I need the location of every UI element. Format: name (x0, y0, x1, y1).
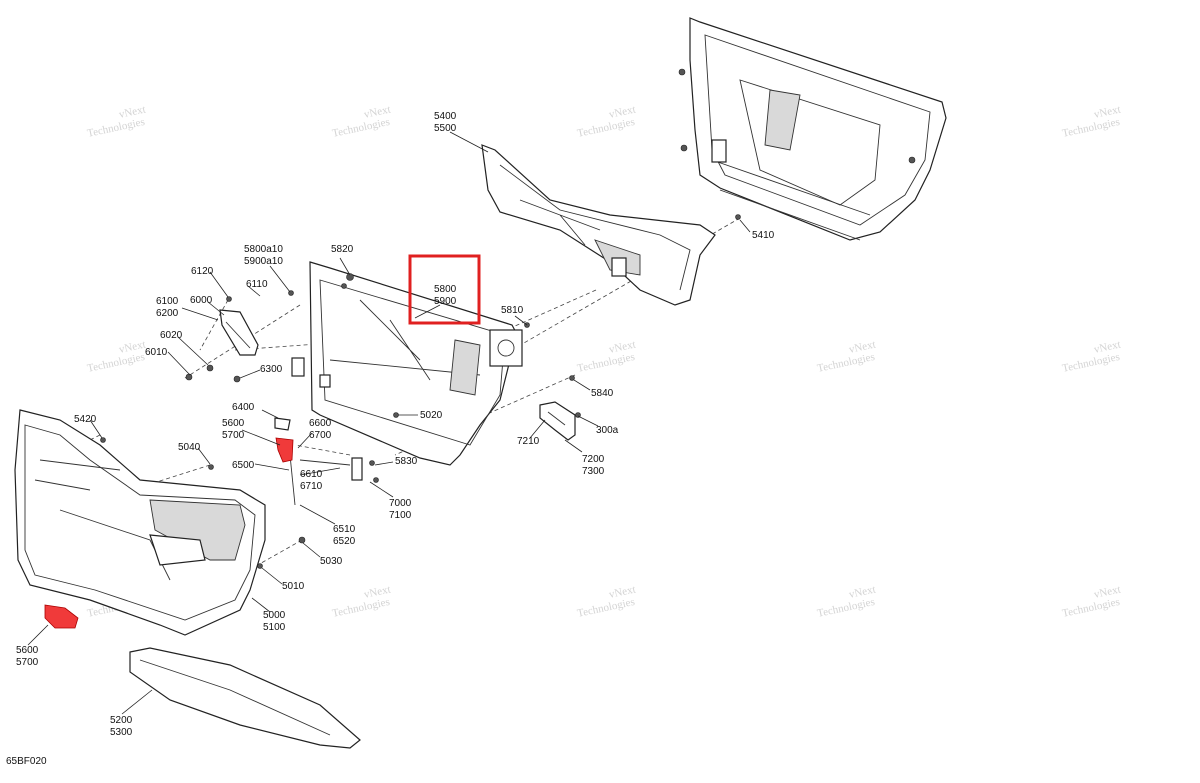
label-5020: 5020 (420, 410, 443, 421)
hinge-hardware (100, 214, 741, 569)
door-panel-lower (14, 409, 266, 636)
label-5820: 5820 (331, 244, 354, 255)
watermark-text: vNextTechnologies (574, 339, 640, 375)
door-lower-trim (129, 647, 361, 749)
leader-lines (27, 131, 751, 715)
door-frame-assembly-upper (678, 17, 947, 241)
label-6300: 6300 (260, 364, 283, 375)
label-7210: 7210 (517, 436, 540, 447)
watermark-text: vNextTechnologies (329, 104, 395, 140)
label-6120: 6120 (191, 266, 214, 277)
label-5410: 5410 (752, 230, 775, 241)
label-6010: 6010 (145, 347, 168, 358)
watermark-text: vNextTechnologies (574, 584, 640, 620)
label-6500: 6500 (232, 460, 255, 471)
label-5030: 5030 (320, 556, 343, 567)
label-5810: 5810 (501, 305, 524, 316)
watermark-text: vNextTechnologies (84, 339, 150, 375)
label-5420: 5420 (74, 414, 97, 425)
label-6000: 6000 (190, 295, 213, 306)
label-6400: 6400 (232, 402, 255, 413)
label-5040: 5040 (178, 442, 201, 453)
watermark-text: vNextTechnologies (329, 584, 395, 620)
door-upper-panel (481, 144, 716, 306)
label-6110: 6110 (246, 279, 268, 290)
label-5840: 5840 (591, 388, 614, 399)
label-5830: 5830 (395, 456, 418, 467)
watermark-text: vNextTechnologies (1059, 339, 1125, 375)
watermark-text: vNextTechnologies (814, 339, 880, 375)
door-frame-center (291, 261, 523, 466)
label-6020: 6020 (160, 330, 183, 341)
watermark-text: vNextTechnologies (84, 104, 150, 140)
diagram-code: 65BF020 (6, 756, 47, 767)
latch-assembly (274, 401, 576, 506)
label-300a: 300a (596, 425, 619, 436)
highlight-box (408, 254, 481, 325)
watermark-text: vNextTechnologies (814, 584, 880, 620)
watermark-text: vNextTechnologies (574, 104, 640, 140)
watermark-text: vNextTechnologies (1059, 104, 1125, 140)
watermark-text: vNextTechnologies (1059, 584, 1125, 620)
label-5010: 5010 (282, 581, 305, 592)
